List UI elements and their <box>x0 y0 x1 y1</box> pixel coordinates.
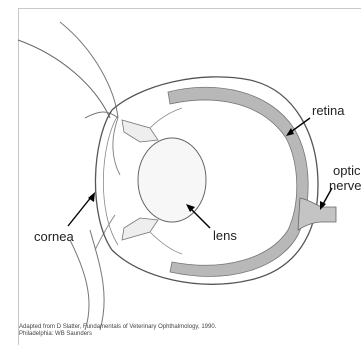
ciliary-upper <box>150 108 182 128</box>
optic-label: optic <box>333 164 360 177</box>
lens-pointer <box>190 208 210 228</box>
caption-line-1: Adapted from D Slatter, Fundamentals of … <box>19 324 359 331</box>
cornea-pointer <box>68 196 92 226</box>
lower-eyelid-line <box>70 240 89 330</box>
upper-eyelid-tip <box>85 112 118 118</box>
cornea-label: cornea <box>34 230 74 243</box>
figure-caption: Adapted from D Slatter, Fundamentals of … <box>19 324 359 338</box>
nerve-label: nerve <box>329 179 361 192</box>
cornea-inner-curve <box>103 115 118 245</box>
lens-label: lens <box>213 229 237 242</box>
conjunctiva-line <box>113 118 120 175</box>
caption-line-2: Philadelphia: WB Saunders <box>19 331 359 338</box>
upper-eyelid-fold <box>60 22 118 118</box>
ciliary-lower <box>150 232 182 254</box>
iris-lower <box>122 218 158 240</box>
retina-label: retina <box>312 104 345 117</box>
lens-shape <box>138 138 206 222</box>
iris-upper <box>122 120 158 142</box>
upper-eyelid-line <box>18 40 110 118</box>
